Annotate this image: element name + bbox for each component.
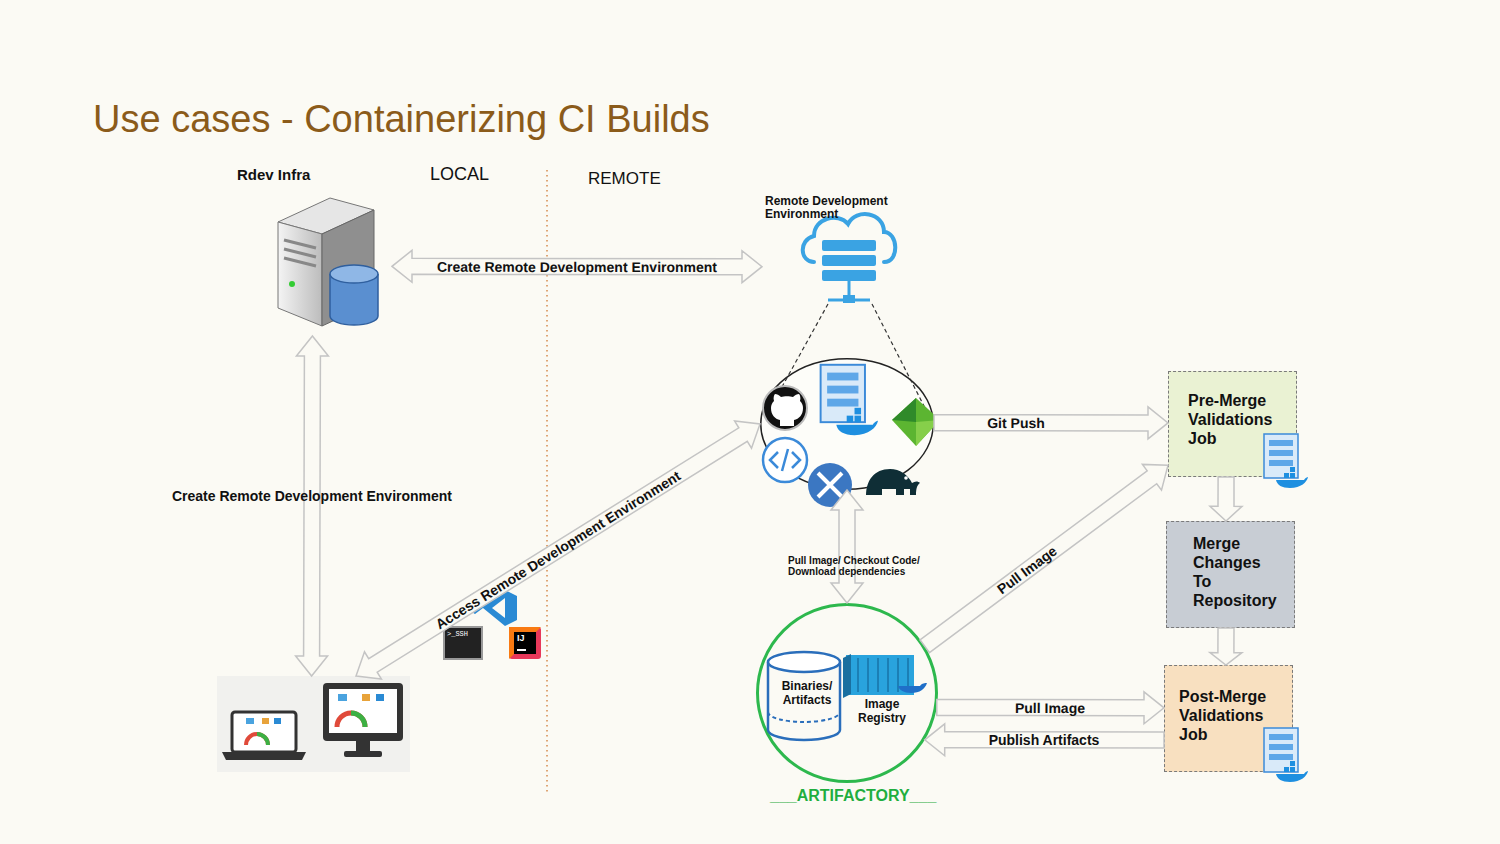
tools-circle <box>760 358 934 490</box>
server-icon-part <box>284 258 316 266</box>
hollow-arrow <box>937 692 1164 724</box>
cloud-server-icon-part <box>803 214 896 262</box>
node-text: Binaries/ Artifacts <box>774 679 840 707</box>
database-cylinder-icon <box>768 652 840 740</box>
process-box: Pre-Merge Validations Job <box>1168 371 1297 477</box>
server-icon-part <box>322 210 374 326</box>
node-text: Post-Merge Validations Job <box>1179 688 1279 745</box>
node-text: Merge Changes To Repository <box>1193 535 1279 611</box>
section-heading: REMOTE <box>588 169 661 189</box>
server-icon-part <box>278 198 374 234</box>
hollow-arrow <box>925 724 1164 756</box>
node-text: Remote Development Environment <box>765 195 903 220</box>
edge-label: Access Remote Development Environment <box>433 468 684 633</box>
server-icon-part <box>289 281 295 287</box>
node-text: Rdev Infra <box>237 166 387 184</box>
container-icon-part <box>898 683 927 693</box>
local-machines-box <box>217 676 410 772</box>
container-icon <box>843 654 927 698</box>
hollow-arrow <box>934 407 1168 439</box>
edge-label: Pull Image/ Checkout Code/ Download depe… <box>788 554 938 577</box>
server-icon-part <box>330 265 378 283</box>
cloud-server-icon-part <box>828 281 870 300</box>
hollow-arrow <box>296 336 329 676</box>
terminal-icon <box>444 627 482 659</box>
cloud-server-icon-part <box>822 240 876 251</box>
server-node: Rdev Infra <box>236 166 392 336</box>
server-icon-part <box>278 222 322 326</box>
database-cylinder-icon-part <box>768 662 840 740</box>
container-icon-part <box>846 655 914 695</box>
edge-label: Create Remote Development Environment <box>172 488 452 504</box>
gradle-icon-part <box>904 476 908 480</box>
server-icon <box>278 198 378 326</box>
circle-outline <box>760 358 934 490</box>
server-icon-part <box>284 240 316 248</box>
edge-label: Create Remote Development Environment <box>437 258 717 274</box>
intellij-icon-part <box>509 627 541 659</box>
node-text: Image Registry <box>850 697 914 725</box>
circle-shape <box>761 359 934 490</box>
cloud-server-icon-part <box>822 270 876 281</box>
database-cylinder-icon-part <box>768 652 840 672</box>
section-heading: LOCAL <box>430 164 489 185</box>
node-text: ___ARTIFACTORY___ <box>770 787 936 806</box>
hollow-arrow <box>356 421 760 679</box>
icon-text: >_SSH <box>447 630 468 638</box>
edge-label: Publish Artifacts <box>989 732 1100 748</box>
process-box: Merge Changes To Repository <box>1166 521 1295 628</box>
cloud-node: Remote Development Environment <box>762 195 904 307</box>
server-icon-part <box>284 249 316 257</box>
hollow-arrow <box>1210 628 1242 665</box>
node-text: Pre-Merge Validations Job <box>1188 392 1288 449</box>
intellij-icon-part <box>509 627 541 659</box>
slide-title: Use cases - Containerizing CI Builds <box>93 97 710 142</box>
intellij-icon <box>509 627 541 659</box>
hollow-arrow <box>920 464 1168 652</box>
artifactory-circle: Binaries/ ArtifactsImage Registry___ARTI… <box>756 603 938 783</box>
cloud-server-icon-part <box>822 255 876 266</box>
hollow-arrow <box>1210 477 1242 521</box>
edge-label: Pull Image <box>1015 699 1085 715</box>
server-icon-part <box>330 274 378 325</box>
process-box: Post-Merge Validations Job <box>1164 665 1293 772</box>
circle-shape <box>758 605 937 782</box>
intellij-icon-part <box>517 649 526 651</box>
container-icon-part <box>858 658 908 692</box>
container-icon-part <box>843 654 851 698</box>
cloud-server-icon-part <box>843 295 855 303</box>
hollow-arrow <box>392 250 762 282</box>
vscode-icon-part <box>492 598 505 618</box>
hollow-arrow <box>831 490 863 603</box>
intellij-icon-part <box>514 632 536 654</box>
cloud-server-icon <box>803 214 896 303</box>
icon-text: IJ <box>517 633 525 644</box>
edge-label: Pull Image <box>994 543 1060 598</box>
edge-label: Git Push <box>987 415 1045 431</box>
database-cylinder-icon-part <box>768 712 840 722</box>
